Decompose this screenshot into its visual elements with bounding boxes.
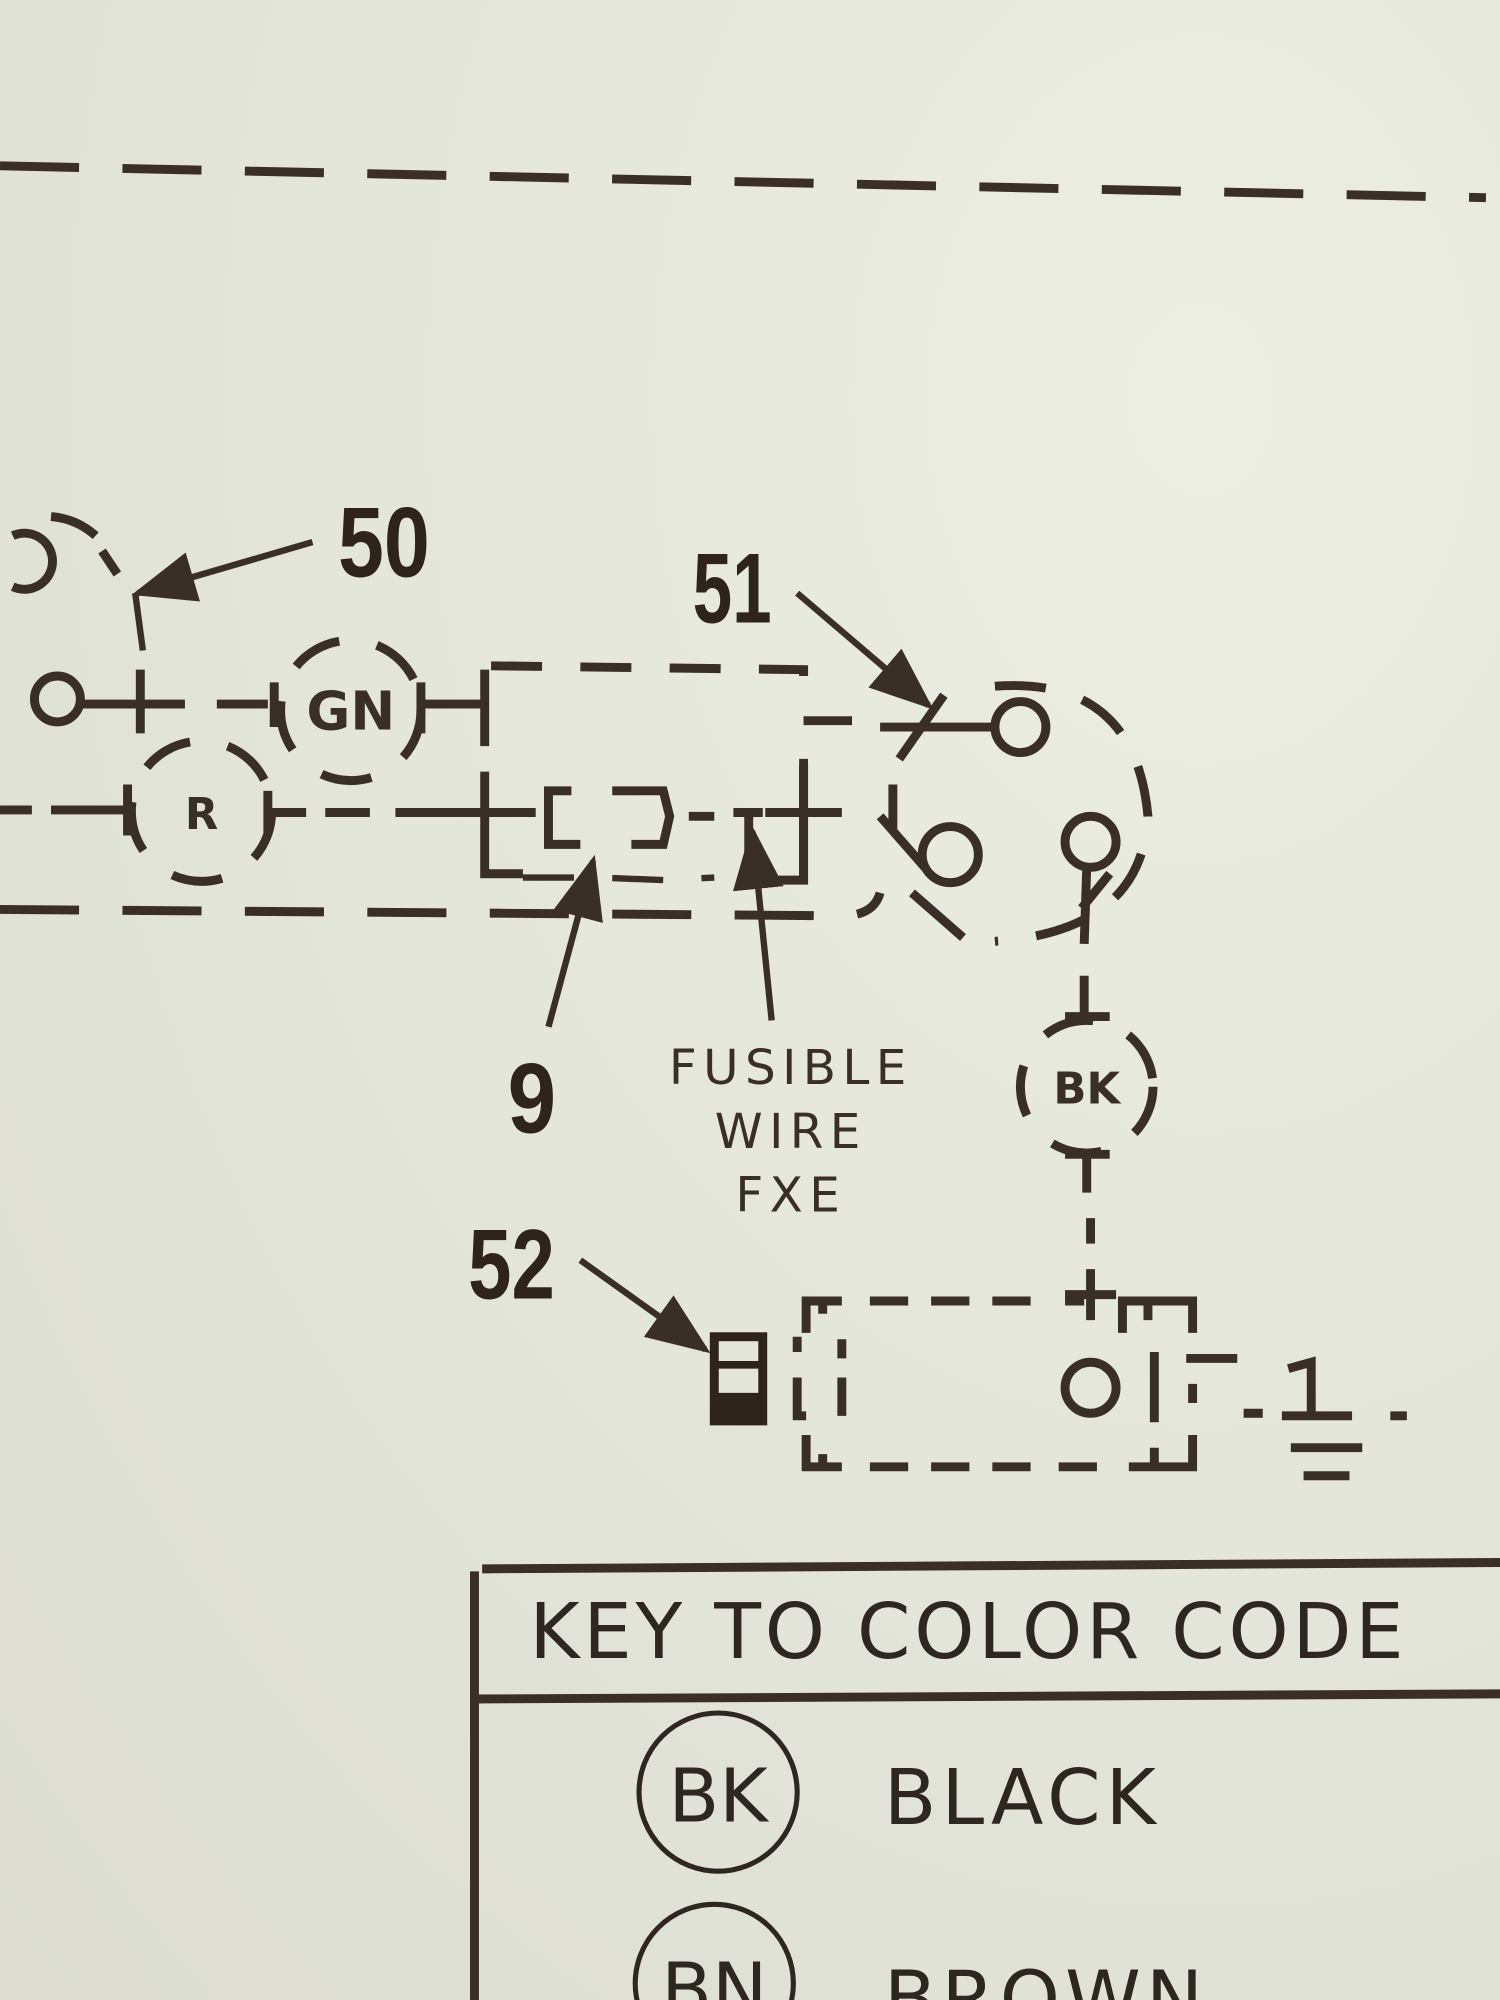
callout-9: 9	[508, 1044, 556, 1155]
wire-code-r: R	[185, 790, 218, 840]
callout-52-arrow	[578, 1257, 711, 1354]
harness-dashed-line-lower	[0, 891, 885, 921]
terminal-ring	[1060, 811, 1121, 872]
key-code-bk: BK	[668, 1753, 770, 1839]
dashed-loop	[994, 681, 1153, 946]
connector-bracket	[480, 669, 523, 879]
key-name-black: BLACK	[884, 1754, 1161, 1843]
key-title: KEY TO COLOR CODE	[529, 1588, 1407, 1677]
wire-bk-lower	[1065, 1149, 1117, 1321]
fusible-label-line1: FUSIBLE	[669, 1040, 913, 1096]
callout-51-arrow	[795, 590, 934, 710]
color-code-key: KEY TO COLOR CODE BK BLACK BN BROWN	[470, 1558, 1500, 2000]
wire-ring	[876, 784, 966, 941]
dashed-arc	[98, 548, 122, 577]
terminal-ring	[29, 671, 85, 727]
gn-wire-circle	[276, 635, 426, 786]
r-wire-circle	[126, 736, 277, 886]
wire-code-gn: GN	[306, 680, 395, 743]
callout-9-arrow	[545, 854, 603, 1028]
terminal-ring	[1060, 1357, 1121, 1418]
wire-bk-upper	[1065, 867, 1114, 1022]
lower-dashed-box	[792, 1296, 1238, 1472]
fusible-label-line2: WIRE	[715, 1104, 867, 1160]
callout-50-leader	[132, 592, 147, 651]
fusible-wire-arrow	[732, 825, 784, 1021]
dashed-arc	[50, 512, 99, 540]
fusible-wire-dashes	[522, 874, 715, 884]
callout-51: 51	[693, 533, 772, 644]
dashed-box-right	[778, 716, 853, 885]
terminal-ring	[917, 822, 983, 888]
partial-terminal-left	[10, 528, 57, 594]
connector-52	[709, 1332, 768, 1426]
wire-gn	[80, 669, 485, 734]
key-circle-bn	[632, 1901, 796, 2000]
wire-code-bk: BK	[1053, 1064, 1121, 1114]
callout-52: 52	[468, 1209, 555, 1320]
harness-dashed-line-top	[0, 161, 1487, 203]
fusible-label-line3: FXE	[735, 1168, 846, 1224]
key-name-brown: BROWN	[884, 1956, 1208, 2000]
callout-50: 50	[338, 488, 430, 599]
dashed-box-top	[491, 661, 809, 696]
callout-50-arrow	[131, 539, 314, 602]
terminal-ring	[990, 697, 1051, 758]
key-code-bn: BN	[661, 1947, 767, 2000]
key-circle-bk	[636, 1710, 800, 1874]
ground-symbol	[1243, 1356, 1407, 1481]
wire-51	[880, 692, 995, 762]
